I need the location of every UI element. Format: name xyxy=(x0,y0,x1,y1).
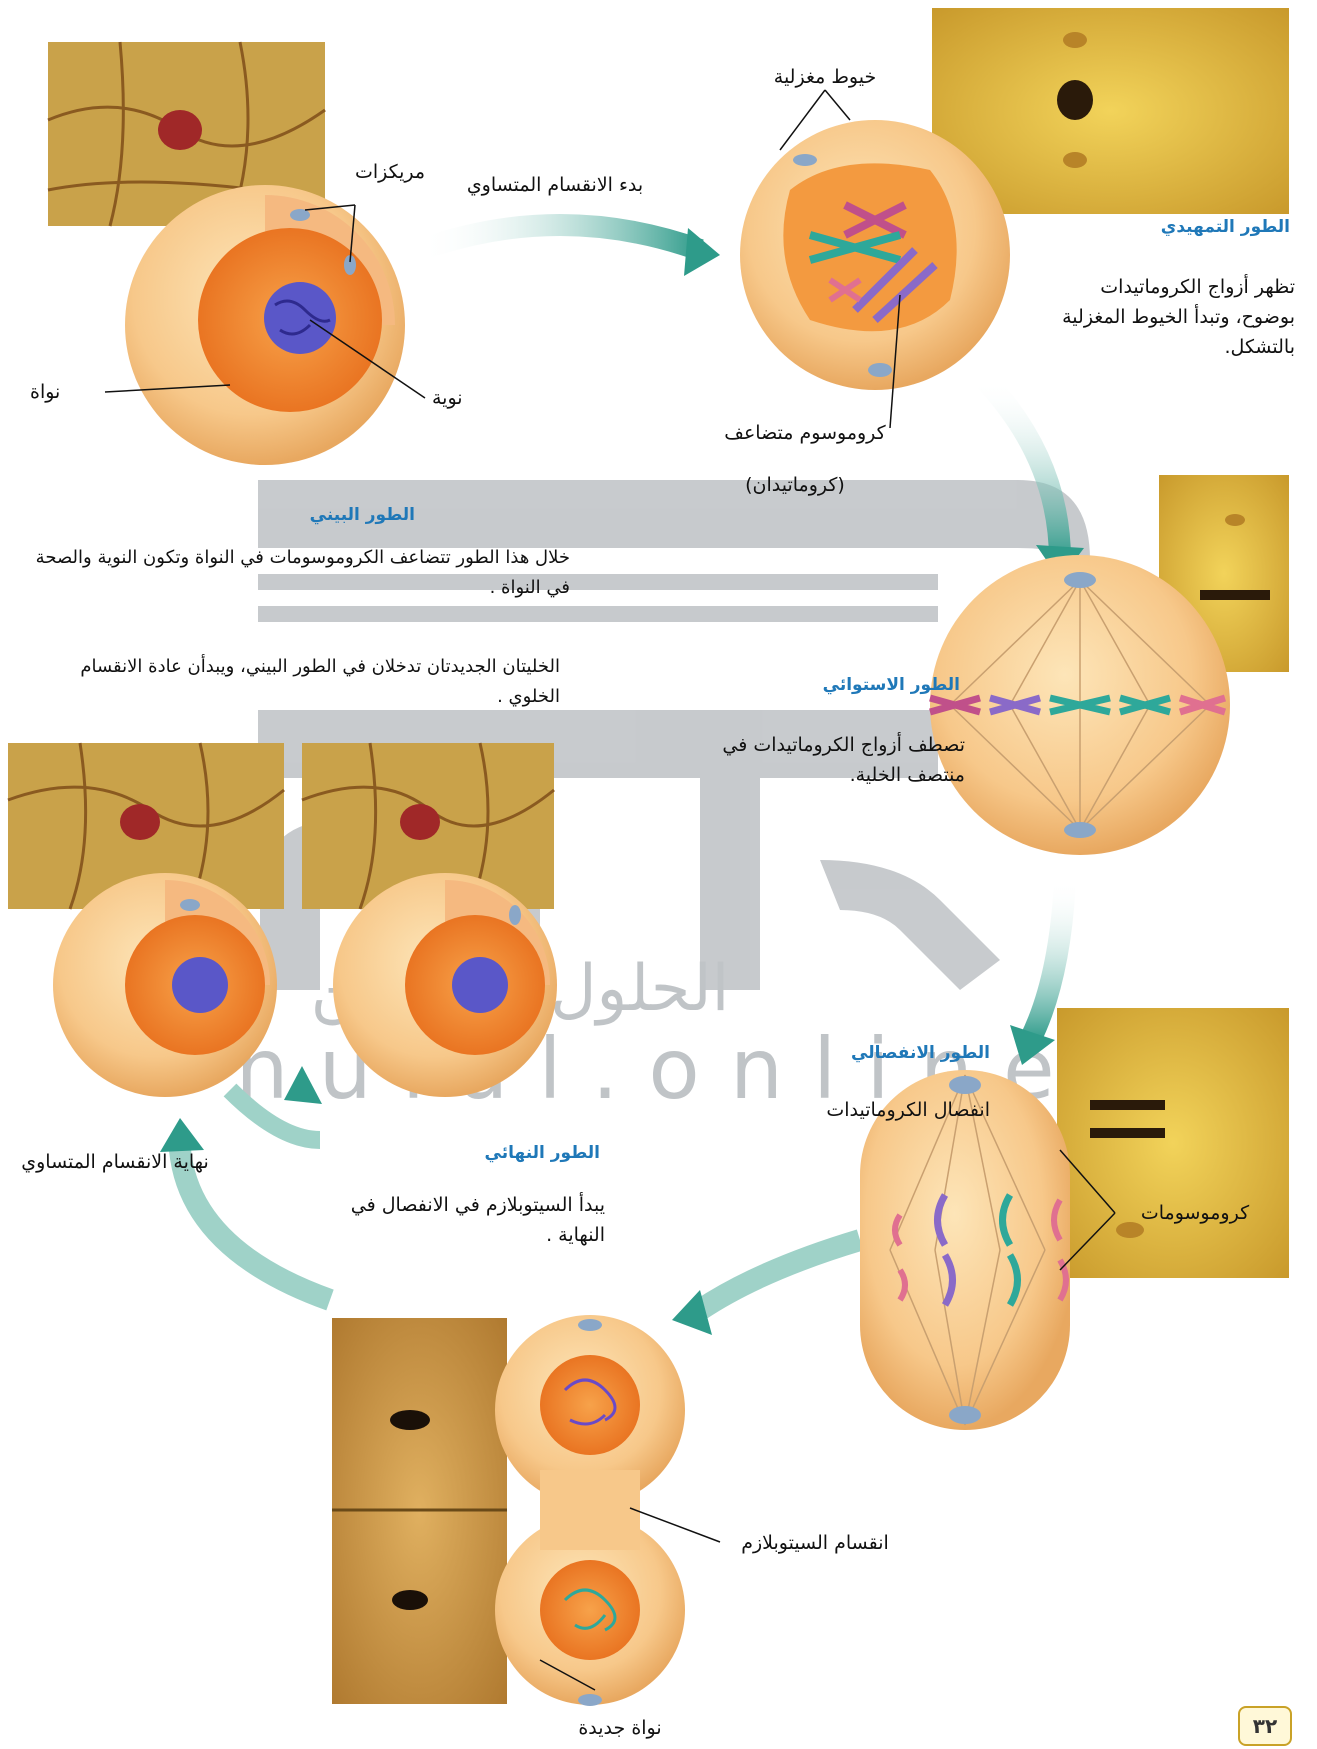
desc-prophase: تظهر أزواج الكروماتيدات بوضوح، وتبدأ الخ… xyxy=(1055,272,1295,362)
cell-interphase xyxy=(125,185,405,465)
page-number: ٣٢ xyxy=(1238,1706,1292,1746)
micrograph-telophase xyxy=(332,1318,507,1704)
label-nucleus: نواة xyxy=(30,377,100,407)
cell-prophase xyxy=(740,120,1010,390)
cell-telophase xyxy=(495,1315,685,1706)
label-mitosis-start: بدء الانقسام المتساوي xyxy=(430,170,680,200)
label-cytokinesis: انقسام السيتوبلازم xyxy=(720,1528,910,1558)
desc-daughter-cells: الخليتان الجديدتان تدخلان في الطور البين… xyxy=(50,652,560,712)
label-chromatids: (كروماتيدان) xyxy=(690,470,900,500)
cell-metaphase xyxy=(930,555,1230,855)
label-nucleolus: نوية xyxy=(432,383,502,413)
label-chromosomes: كروموسومات xyxy=(1120,1198,1270,1228)
desc-anaphase: انفصال الكروماتيدات xyxy=(760,1095,990,1125)
title-anaphase: الطور الانفصالي xyxy=(830,1038,990,1068)
label-duplicated-chromosome: كروموسوم متضاعف xyxy=(680,418,930,448)
title-telophase: الطور النهائي xyxy=(450,1138,600,1168)
title-prophase: الطور التمهيدي xyxy=(1150,212,1290,242)
cell-daughter-left xyxy=(53,873,277,1097)
label-new-nucleus: نواة جديدة xyxy=(560,1713,680,1743)
label-mitosis-end: نهاية الانقسام المتساوي xyxy=(10,1147,220,1177)
desc-telophase: يبدأ السيتوبلازم في الانفصال في النهاية … xyxy=(335,1190,605,1250)
label-spindle-fibers: خيوط مغزلية xyxy=(750,62,900,92)
desc-interphase: خلال هذا الطور تتضاعف الكروموسومات في ال… xyxy=(10,543,570,603)
title-metaphase: الطور الاستوائي xyxy=(800,670,960,700)
title-interphase: الطور البيني xyxy=(285,500,415,530)
cell-daughter-right xyxy=(333,873,557,1097)
desc-metaphase: تصطف أزواج الكروماتيدات في منتصف الخلية. xyxy=(690,730,965,790)
